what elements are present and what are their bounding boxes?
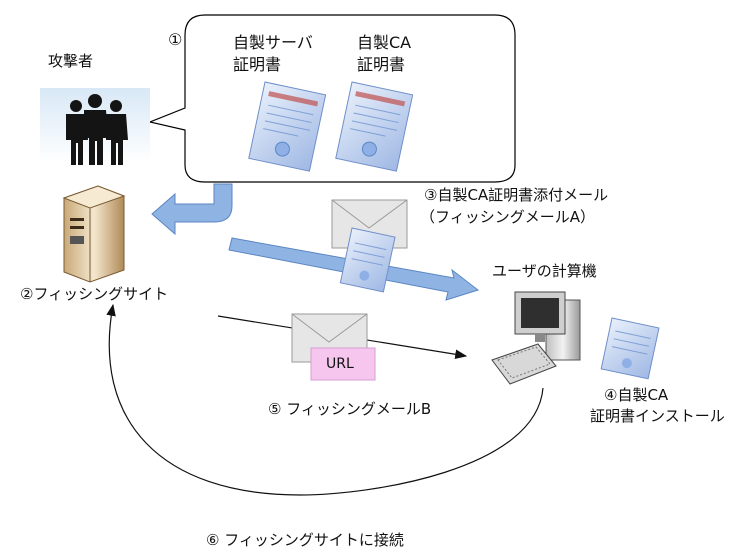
user-computer-image: [491, 291, 581, 385]
step2-phishing-site-label: ②フィッシングサイト: [20, 285, 169, 303]
step1-number: ①: [168, 30, 183, 49]
server-cert-label-line1: 自製サーバ: [233, 33, 313, 52]
server-cert-label-line2: 証明書: [233, 55, 282, 74]
attacker-label: 攻撃者: [48, 52, 94, 70]
step4-label-line1: ④自製CA: [604, 386, 669, 404]
connect-to-phishing-site-arrow: [106, 303, 544, 496]
attacker-image: [40, 88, 150, 165]
user-computer-label: ユーザの計算機: [492, 262, 597, 280]
step6-connect-label: ⑥ フィッシングサイトに接続: [206, 531, 404, 549]
ca-certificate-image: [335, 81, 414, 172]
ca-cert-label-line1: 自製CA: [357, 33, 412, 52]
ca-cert-label-line2: 証明書: [357, 55, 406, 74]
callout-bubble: [147, 14, 516, 183]
step3-label-line2: （フィッシングメールA）: [420, 208, 595, 226]
bubble-to-server-arrow: [151, 183, 233, 236]
server-certificate-image: [248, 81, 327, 172]
step4-label-line2: 証明書インストール: [590, 407, 725, 425]
phishing-mail-a-image: [331, 199, 408, 293]
step5-mail-b-label: ⑤ フィッシングメールB: [268, 400, 432, 418]
phishing-mail-b-image: [291, 313, 376, 381]
step3-label-line1: ③自製CA証明書添付メール: [424, 186, 609, 204]
phishing-server-image: [62, 185, 126, 283]
installed-certificate-image: [600, 317, 660, 380]
url-tag-label: URL: [326, 356, 354, 372]
